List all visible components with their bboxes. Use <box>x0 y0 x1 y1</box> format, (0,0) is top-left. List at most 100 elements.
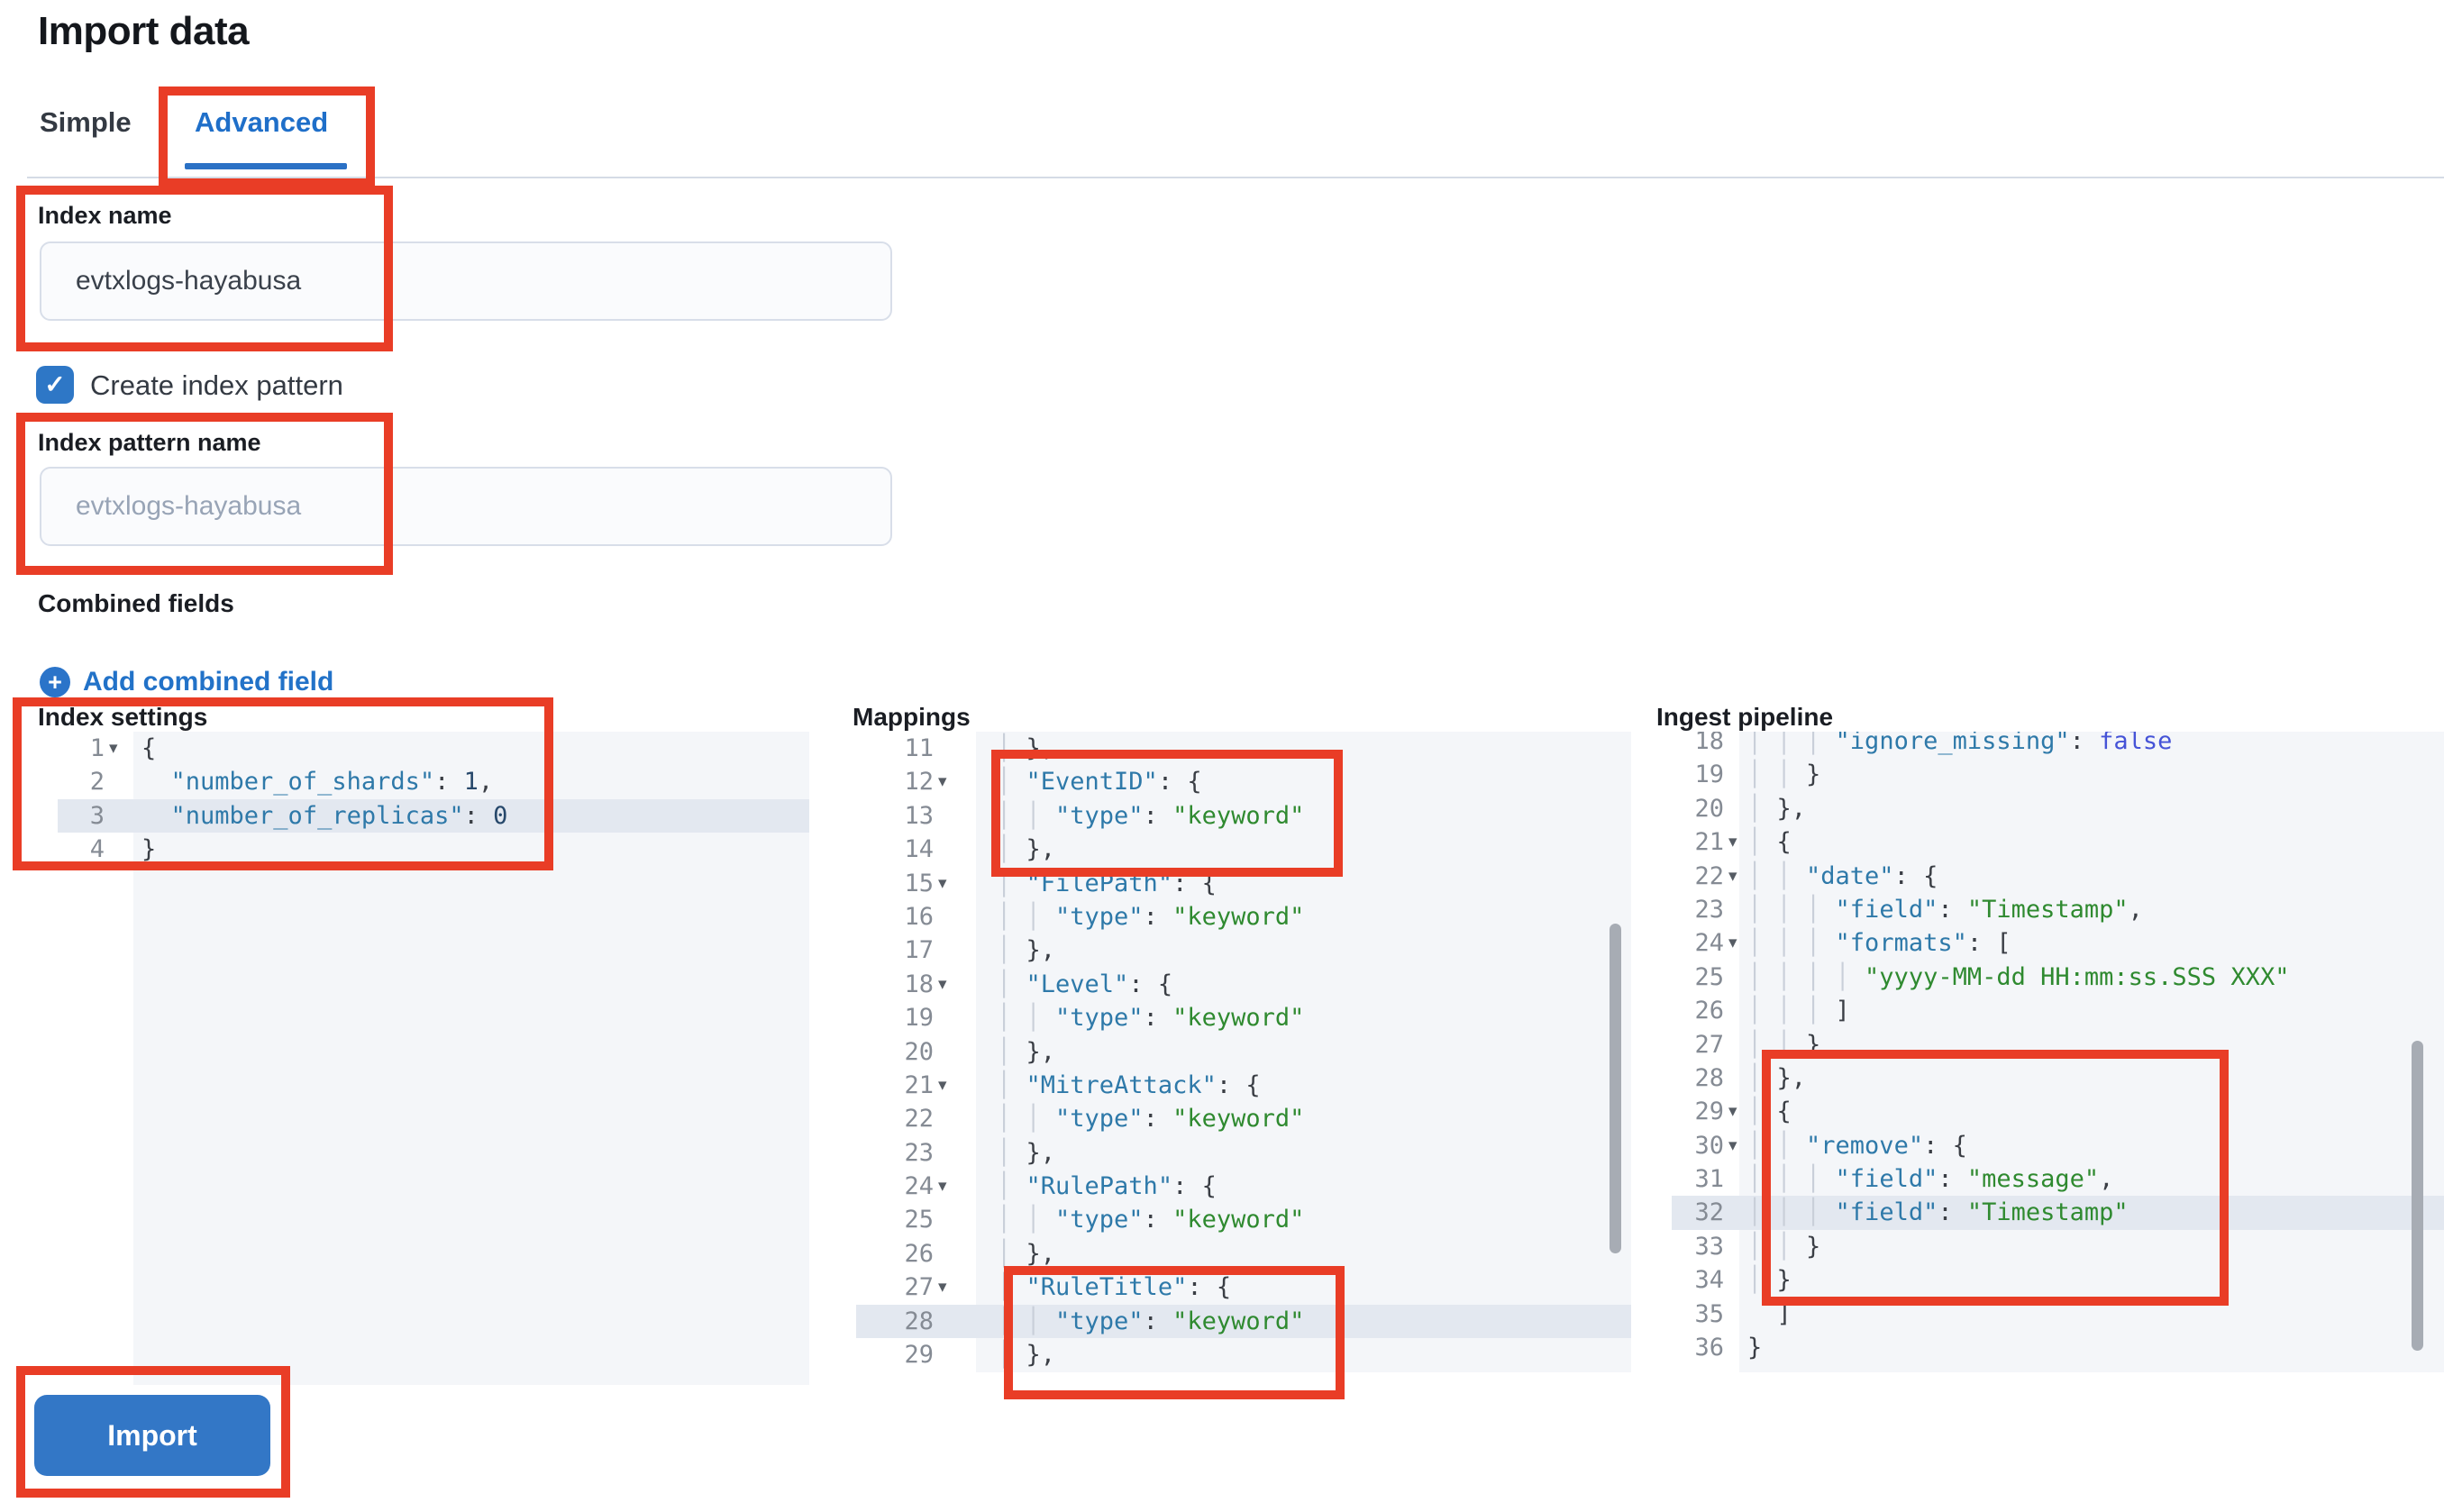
add-combined-field-link[interactable]: Add combined field <box>83 667 334 697</box>
code-line-36: 36} <box>1672 1331 2444 1364</box>
code-line-12: 12▾│ "EventID": { <box>856 765 1631 798</box>
code-line-28: 28 │ }, <box>1672 1061 2444 1095</box>
code-text: │ "EventID": { <box>997 768 1202 797</box>
fold-arrow-icon[interactable]: ▾ <box>1728 865 1737 886</box>
tab-selected-underline <box>185 163 347 169</box>
code-line-17: 17│ }, <box>856 934 1631 967</box>
code-text: │ "RuleTitle": { <box>997 1273 1232 1302</box>
code-line-18: 18▾ │ "Level": { <box>856 968 1631 1001</box>
index-settings-editor[interactable]: 1▾{2 "number_of_shards": 1,3 "number_of_… <box>58 732 809 1385</box>
code-line-31: 31 │ │ │ "field": "message", <box>1672 1162 2444 1196</box>
fold-arrow-icon[interactable]: ▾ <box>938 1074 947 1095</box>
code-text: │ │ "type": "keyword" <box>997 801 1305 830</box>
code-text: │ │ } <box>1747 761 1821 789</box>
line-number: 27 <box>904 1273 934 1302</box>
line-number: 24 <box>1694 929 1724 958</box>
code-text: │ }, <box>1747 794 1807 823</box>
code-line-22: 22│ │ "type": "keyword" <box>856 1102 1631 1135</box>
code-text: │ │ │ "ignore_missing": false <box>1747 732 2173 755</box>
code-line-35: 35 ] <box>1672 1298 2444 1331</box>
code-text: │ │ } <box>1747 1232 1821 1261</box>
code-text: │ │ │ "formats": [ <box>1747 929 2011 958</box>
line-number: 25 <box>904 1206 934 1234</box>
code-text: │ "Level": { <box>997 970 1173 998</box>
code-line-34: 34│ } <box>1672 1263 2444 1297</box>
code-text: │ │ "remove": { <box>1747 1131 1967 1160</box>
index-name-label: Index name <box>38 202 172 229</box>
code-text: } <box>1747 1334 1763 1362</box>
fold-arrow-icon[interactable]: ▾ <box>938 973 947 994</box>
tab-advanced[interactable]: Advanced <box>195 106 329 138</box>
line-number: 21 <box>1694 828 1724 857</box>
fold-arrow-icon[interactable]: ▾ <box>1728 933 1737 953</box>
tab-simple[interactable]: Simple <box>40 106 132 138</box>
line-number: 26 <box>1694 997 1724 1025</box>
code-text: │ │ │ "field": "Timestamp", <box>1747 895 2143 924</box>
code-text: │ "MitreAttack": { <box>997 1070 1261 1099</box>
mappings-editor[interactable]: 11│ },12▾│ "EventID": {13│ │ "type": "ke… <box>856 732 1631 1372</box>
code-text: │ │ │ │ "yyyy-MM-dd HH:mm:ss.SSS XXX" <box>1747 962 2290 991</box>
mappings-scrollbar[interactable] <box>1610 924 1621 1253</box>
create-index-pattern-label[interactable]: Create index pattern <box>90 369 343 401</box>
import-button[interactable]: Import <box>34 1395 270 1476</box>
combined-fields-label: Combined fields <box>38 589 234 617</box>
code-text: │ │ │ "field": "message", <box>1747 1165 2114 1194</box>
code-text: │ │ "type": "keyword" <box>997 902 1305 931</box>
fold-arrow-icon[interactable]: ▾ <box>938 1176 947 1197</box>
mappings-label: Mappings <box>853 703 971 731</box>
line-number: 20 <box>904 1037 934 1066</box>
fold-arrow-icon[interactable]: ▾ <box>1728 1101 1737 1122</box>
line-number: 31 <box>1694 1165 1724 1194</box>
line-number: 28 <box>904 1307 934 1335</box>
line-number: 29 <box>1694 1098 1724 1126</box>
fold-arrow-icon[interactable]: ▾ <box>938 872 947 893</box>
line-number: 35 <box>1694 1299 1724 1328</box>
fold-arrow-icon[interactable]: ▾ <box>1728 1134 1737 1155</box>
editor-background <box>976 732 1631 1372</box>
index-settings-label: Index settings <box>38 703 208 731</box>
create-index-pattern-checkbox[interactable]: ✓ <box>36 366 74 404</box>
line-number: 21 <box>904 1070 934 1099</box>
code-text: │ │ "type": "keyword" <box>997 1206 1305 1234</box>
code-line-20: 20 │ }, <box>856 1035 1631 1069</box>
code-line-18: 18 │ │ │ "ignore_missing": false <box>1672 732 2444 758</box>
code-line-23: 23 │ │ │ "field": "Timestamp", <box>1672 893 2444 926</box>
code-text: │ │ "type": "keyword" <box>997 1105 1305 1134</box>
line-number: 4 <box>89 835 105 864</box>
index-name-input[interactable] <box>40 241 892 321</box>
code-text: │ }, <box>997 734 1056 762</box>
code-line-28: 28│ │ "type": "keyword" <box>856 1304 1631 1339</box>
line-number: 18 <box>1694 732 1724 755</box>
code-text: │ }, <box>1747 1063 1807 1092</box>
code-text: │ "RulePath": { <box>997 1172 1217 1201</box>
line-number: 32 <box>1694 1198 1724 1227</box>
code-text: │ │ "type": "keyword" <box>997 1004 1305 1033</box>
code-line-23: 23│ }, <box>856 1136 1631 1170</box>
code-text: "number_of_shards": 1, <box>170 768 494 797</box>
line-number: 3 <box>89 801 105 830</box>
line-number: 27 <box>1694 1030 1724 1059</box>
code-text: │ }, <box>997 1037 1056 1066</box>
code-line-29: 29│ }, <box>856 1338 1631 1371</box>
index-pattern-name-label: Index pattern name <box>38 429 261 456</box>
code-text: │ │ │ "field": "Timestamp" <box>1747 1198 2129 1227</box>
ingest-pipeline-scrollbar[interactable] <box>2412 1041 2423 1351</box>
line-number: 34 <box>1694 1266 1724 1295</box>
fold-arrow-icon[interactable]: ▾ <box>938 771 947 792</box>
line-number: 23 <box>1694 895 1724 924</box>
line-number: 24 <box>904 1172 934 1201</box>
code-line-19: 19│ │ } <box>1672 758 2444 791</box>
fold-arrow-icon[interactable]: ▾ <box>1728 832 1737 852</box>
line-number: 28 <box>1694 1063 1724 1092</box>
index-pattern-name-input[interactable] <box>40 467 892 546</box>
code-line-2: 2 "number_of_shards": 1, <box>58 765 809 798</box>
line-number: 18 <box>904 970 934 998</box>
fold-arrow-icon[interactable]: ▾ <box>938 1277 947 1298</box>
code-line-11: 11│ }, <box>856 732 1631 765</box>
code-line-30: 30▾│ │ "remove": { <box>1672 1129 2444 1162</box>
line-number: 33 <box>1694 1232 1724 1261</box>
plus-icon[interactable]: + <box>40 667 70 697</box>
fold-arrow-icon[interactable]: ▾ <box>109 738 118 758</box>
line-number: 1 <box>89 734 105 762</box>
